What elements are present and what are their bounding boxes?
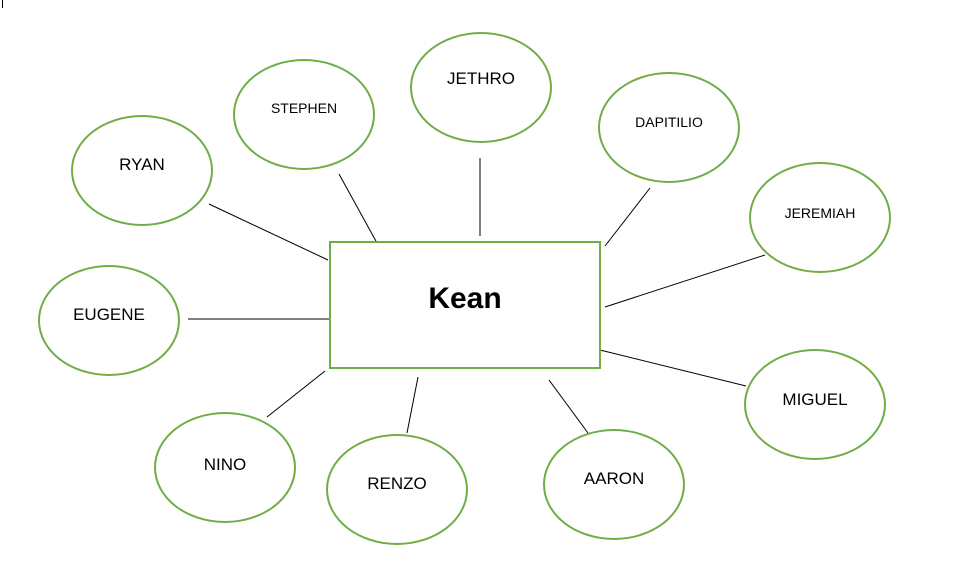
node-jethro[interactable]: JETHRO — [410, 32, 552, 143]
node-dapitilio[interactable]: DAPITILIO — [598, 72, 740, 183]
node-renzo[interactable]: RENZO — [326, 434, 468, 545]
text-cursor — [2, 0, 3, 8]
node-label-eugene: EUGENE — [73, 304, 145, 324]
node-label-stephen: STEPHEN — [270, 99, 338, 116]
node-label-jethro: JETHRO — [447, 68, 515, 88]
connector-renzo — [406, 376, 419, 434]
node-label-aaron: AARON — [583, 468, 645, 488]
connector-stephen — [338, 173, 378, 244]
node-miguel[interactable]: MIGUEL — [744, 349, 886, 460]
node-label-ryan: RYAN — [119, 154, 165, 174]
connector-miguel — [599, 349, 747, 387]
node-label-renzo: RENZO — [367, 473, 427, 493]
node-ryan[interactable]: RYAN — [71, 115, 213, 226]
connector-dapitilio — [604, 187, 651, 247]
node-aaron[interactable]: AARON — [543, 429, 685, 540]
connector-jeremiah — [604, 254, 766, 308]
node-label-jeremiah: JEREMIAH — [784, 204, 856, 221]
node-label-miguel: MIGUEL — [782, 389, 848, 409]
connector-nino — [266, 370, 326, 418]
node-eugene[interactable]: EUGENE — [38, 265, 180, 376]
node-nino[interactable]: NINO — [154, 412, 296, 523]
connector-aaron — [548, 379, 589, 434]
node-stephen[interactable]: STEPHEN — [233, 59, 375, 170]
node-label-nino: NINO — [203, 454, 247, 474]
node-label-dapitilio: DAPITILIO — [635, 113, 703, 130]
central-topic-label: Kean — [428, 282, 502, 315]
central-topic-box[interactable]: Kean — [329, 241, 601, 369]
connector-ryan — [208, 203, 329, 261]
node-jeremiah[interactable]: JEREMIAH — [749, 162, 891, 273]
